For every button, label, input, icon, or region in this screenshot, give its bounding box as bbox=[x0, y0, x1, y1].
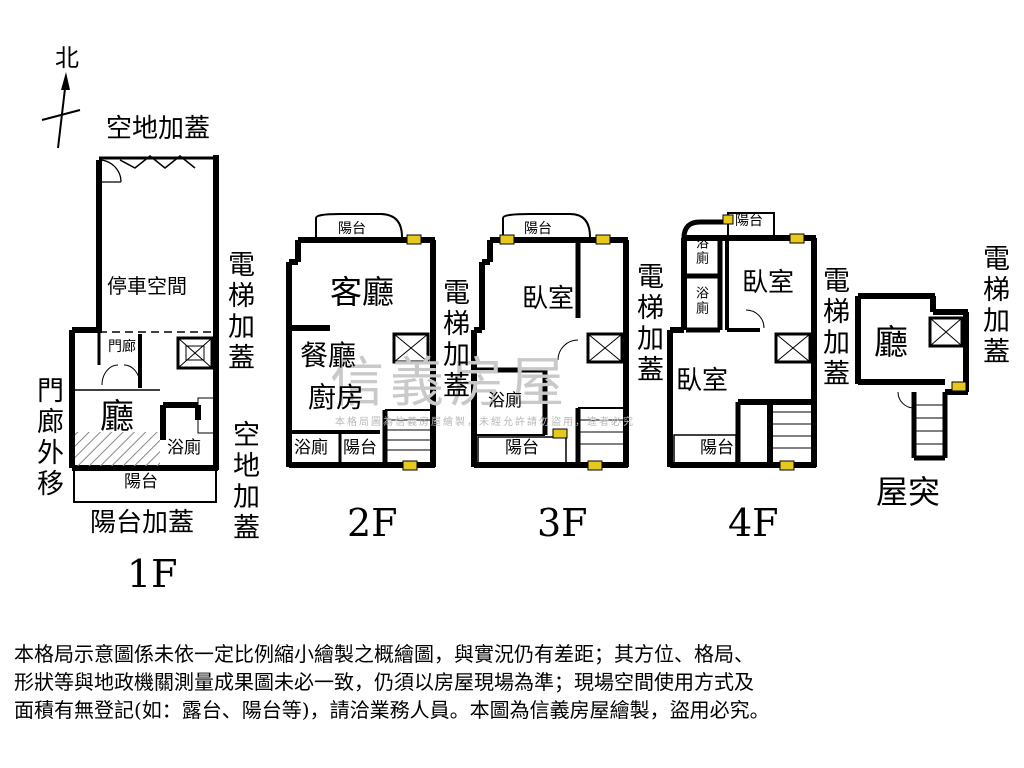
f3-balcony-top-label: 陽台 bbox=[524, 221, 552, 237]
f1-hall-label: 廳 bbox=[100, 397, 134, 437]
f1-side-annotation: 空地加蓋 bbox=[228, 420, 259, 544]
f4-elevator-annotation: 電梯加蓋 bbox=[818, 266, 849, 390]
f4-bath-b-label: 浴廁 bbox=[693, 286, 708, 316]
f2-dining-label: 餐廳 bbox=[300, 339, 357, 372]
f2-floor-label: 2F bbox=[347, 501, 398, 545]
f1-parking-label: 停車空間 bbox=[107, 274, 187, 298]
floor-roof-window-marks bbox=[951, 381, 967, 392]
f4-bedroom-a-label: 臥室 bbox=[742, 268, 795, 298]
roof-floor-label: 屋突 bbox=[876, 473, 941, 511]
f1-bath-label: 浴廁 bbox=[167, 438, 201, 458]
f2-elevator-annotation: 電梯加蓋 bbox=[438, 278, 469, 402]
floor-4f-window-marks bbox=[722, 214, 805, 471]
f4-bedroom-b-label: 臥室 bbox=[676, 366, 729, 396]
watermark-brand: 信義房屋 bbox=[330, 351, 570, 414]
f2-balcony-top-label: 陽台 bbox=[338, 221, 366, 237]
f3-bath-label: 浴廁 bbox=[488, 391, 522, 411]
floor-4f-walls bbox=[667, 212, 817, 468]
f2-balcony-label: 陽台 bbox=[343, 438, 377, 458]
f4-bath-a-label: 浴廁 bbox=[693, 236, 708, 266]
f2-living-label: 客廳 bbox=[330, 273, 395, 311]
f3-floor-label: 3F bbox=[537, 501, 588, 545]
disclaimer-line-2: 形狀等與地政機關測量成果圖未必一致，仍須以房屋現場為準；現場空間使用方式及 bbox=[14, 670, 754, 694]
roof-hall-label: 廳 bbox=[874, 323, 908, 363]
f3-balcony-label: 陽台 bbox=[505, 438, 539, 458]
f1-floor-label: 1F bbox=[127, 552, 178, 596]
f4-balcony-label: 陽台 bbox=[700, 438, 734, 458]
disclaimer-line-3: 面積有無登記(如：露台、陽台等)，請洽業務人員。本圖為信義房屋繪製，盜用必究。 bbox=[14, 698, 770, 722]
floor-2f-window-marks bbox=[402, 234, 422, 471]
floor-2f-walls bbox=[286, 213, 436, 468]
disclaimer-line-1: 本格局示意圖係未依一定比例縮小繪製之概繪圖，與實況仍有差距；其方位、格局、 bbox=[14, 642, 754, 666]
f1-porch-label: 門廊 bbox=[108, 339, 136, 355]
f2-kitchen-label: 廚房 bbox=[308, 381, 365, 414]
f1-balcony-annotation: 陽台加蓋 bbox=[90, 508, 195, 538]
roof-elevator-annotation: 電梯加蓋 bbox=[978, 244, 1009, 368]
watermark-notice: 本格局圖為信義房屋繪製，未經允許請勿盜用，違者必究 bbox=[335, 417, 635, 428]
f2-bath-label: 浴廁 bbox=[294, 438, 328, 458]
f1-top-annotation: 空地加蓋 bbox=[106, 114, 211, 144]
north-arrow-icon bbox=[41, 72, 81, 149]
floor-3f-window-marks bbox=[499, 234, 611, 471]
f3-bedroom-label: 臥室 bbox=[522, 284, 575, 314]
f4-balcony-top-label: 陽台 bbox=[735, 213, 763, 229]
floor-1f-hatched-area bbox=[75, 432, 160, 466]
floor-1f-walls bbox=[69, 155, 219, 503]
f3-elevator-annotation: 電梯加蓋 bbox=[632, 262, 663, 386]
f4-floor-label: 4F bbox=[728, 501, 779, 545]
floor-roof-walls bbox=[855, 293, 969, 461]
f1-elevator-annotation: 電梯加蓋 bbox=[223, 250, 254, 374]
f1-porch-moved-annotation: 門廊外移 bbox=[32, 376, 63, 500]
f1-balcony-label: 陽台 bbox=[124, 472, 158, 492]
compass-label: 北 bbox=[55, 44, 79, 72]
